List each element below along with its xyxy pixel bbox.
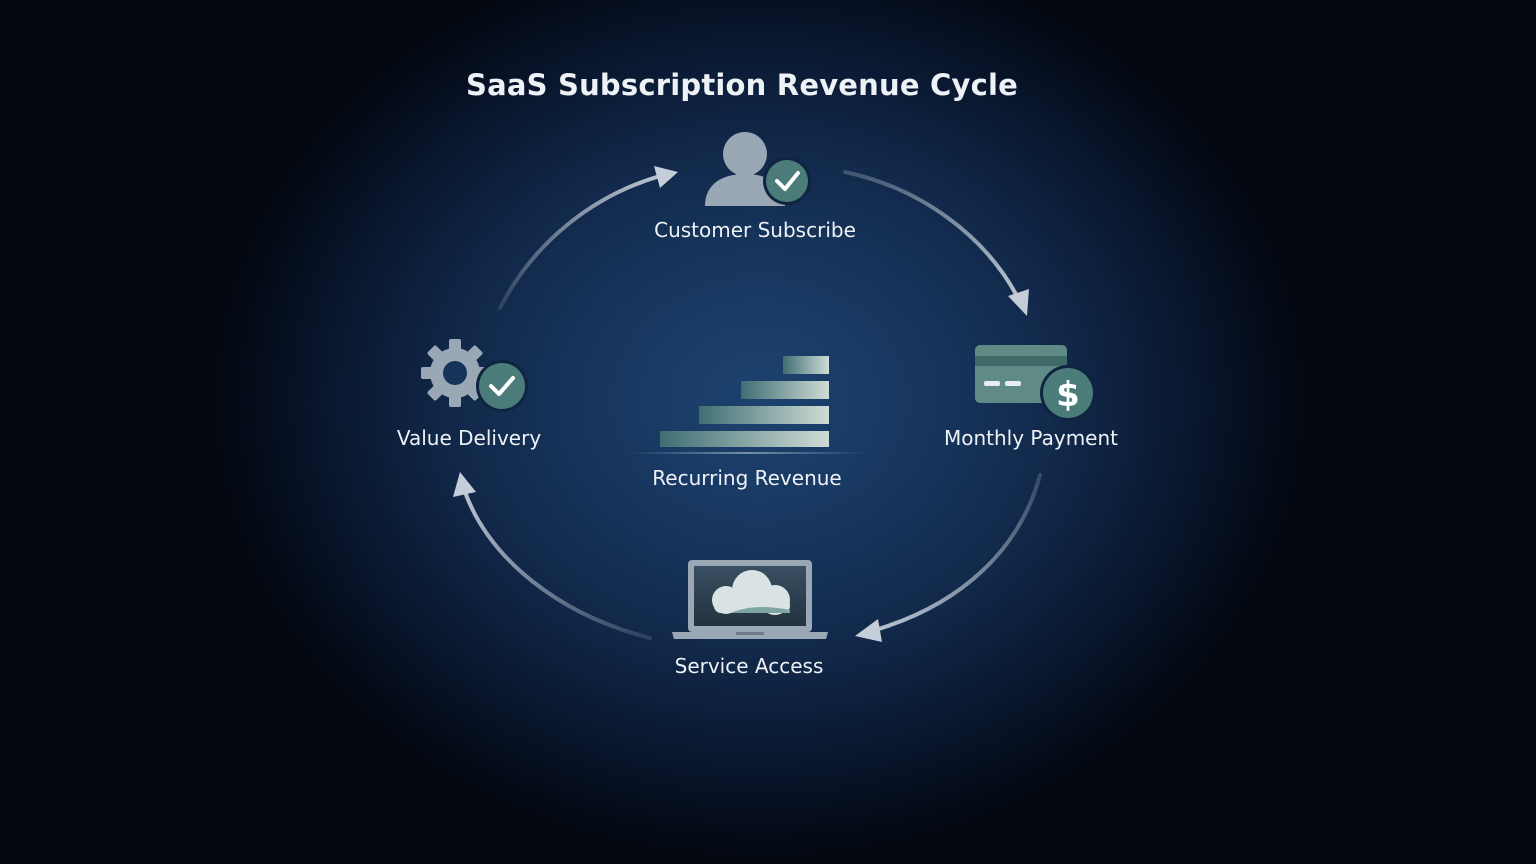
arrow-delivery-to-subscribe	[498, 166, 678, 310]
arrow-subscribe-to-payment	[843, 170, 1029, 316]
revenue-baseline	[628, 452, 866, 454]
center-label-recurring-revenue: Recurring Revenue	[652, 466, 842, 490]
arrow-access-to-delivery	[453, 472, 652, 640]
revenue-step-bar-2	[699, 406, 829, 424]
revenue-step-bar-3	[741, 381, 829, 399]
dollar-sign-glyph: $	[1056, 375, 1080, 415]
node-label-service-access: Service Access	[674, 654, 824, 678]
arrow-payment-to-access	[855, 473, 1042, 642]
credit-card-dollar-icon: $	[975, 345, 1096, 421]
user-check-icon	[705, 132, 811, 206]
node-label-customer-subscribe: Customer Subscribe	[654, 218, 856, 242]
bar-chart-icon	[628, 356, 866, 454]
cloud-icon	[712, 570, 790, 615]
revenue-step-bar-1	[660, 431, 829, 447]
revenue-step-bar-4	[783, 356, 829, 374]
node-label-value-delivery: Value Delivery	[396, 426, 542, 450]
node-label-monthly-payment: Monthly Payment	[944, 426, 1118, 450]
laptop-cloud-icon	[672, 560, 828, 639]
gear-check-icon	[421, 339, 528, 412]
diagram-title: SaaS Subscription Revenue Cycle	[465, 68, 1019, 102]
